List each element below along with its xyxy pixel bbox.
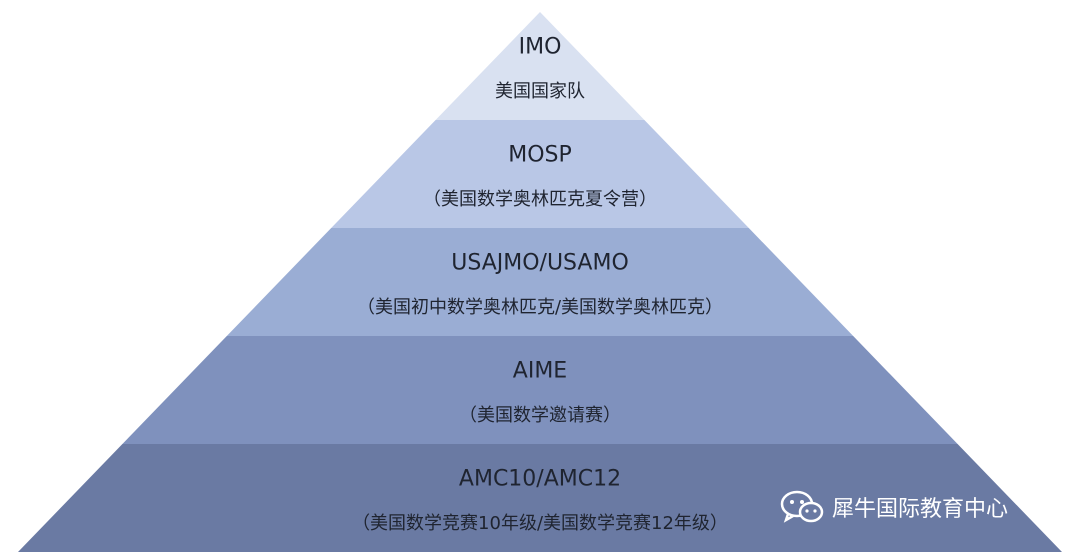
tier-shape [331, 120, 749, 228]
pyramid-tier-1: MOSP （美国数学奥林匹克夏令营） [331, 120, 749, 228]
tier-subtitle: （美国数学邀请赛） [459, 405, 621, 426]
watermark: 犀牛国际教育中心 [780, 490, 1008, 524]
pyramid-tier-0: IMO 美国国家队 [435, 12, 645, 120]
tier-shape [226, 228, 854, 336]
pyramid-tier-2: USAJMO/USAMO （美国初中数学奥林匹克/美国数学奥林匹克） [226, 228, 854, 336]
tier-shape [18, 444, 1062, 552]
pyramid-tier-4: AMC10/AMC12 （美国数学竞赛10年级/美国数学竞赛12年级） [18, 444, 1062, 552]
watermark-text: 犀牛国际教育中心 [832, 497, 1009, 522]
pyramid-tier-3: AIME （美国数学邀请赛） [122, 336, 958, 444]
tier-title: AIME [513, 359, 567, 384]
wechat-icon [780, 490, 824, 523]
tier-subtitle: （美国数学竞赛10年级/美国数学竞赛12年级） [352, 513, 728, 534]
tier-shape [435, 12, 645, 120]
tier-title: AMC10/AMC12 [459, 467, 621, 492]
tier-subtitle: （美国数学奥林匹克夏令营） [423, 189, 657, 210]
tier-title: MOSP [508, 143, 572, 168]
tier-subtitle: 美国国家队 [495, 81, 585, 102]
tier-subtitle: （美国初中数学奥林匹克/美国数学奥林匹克） [357, 297, 723, 318]
tier-shape [122, 336, 958, 444]
tier-title: IMO [519, 35, 562, 60]
tier-title: USAJMO/USAMO [451, 251, 629, 276]
